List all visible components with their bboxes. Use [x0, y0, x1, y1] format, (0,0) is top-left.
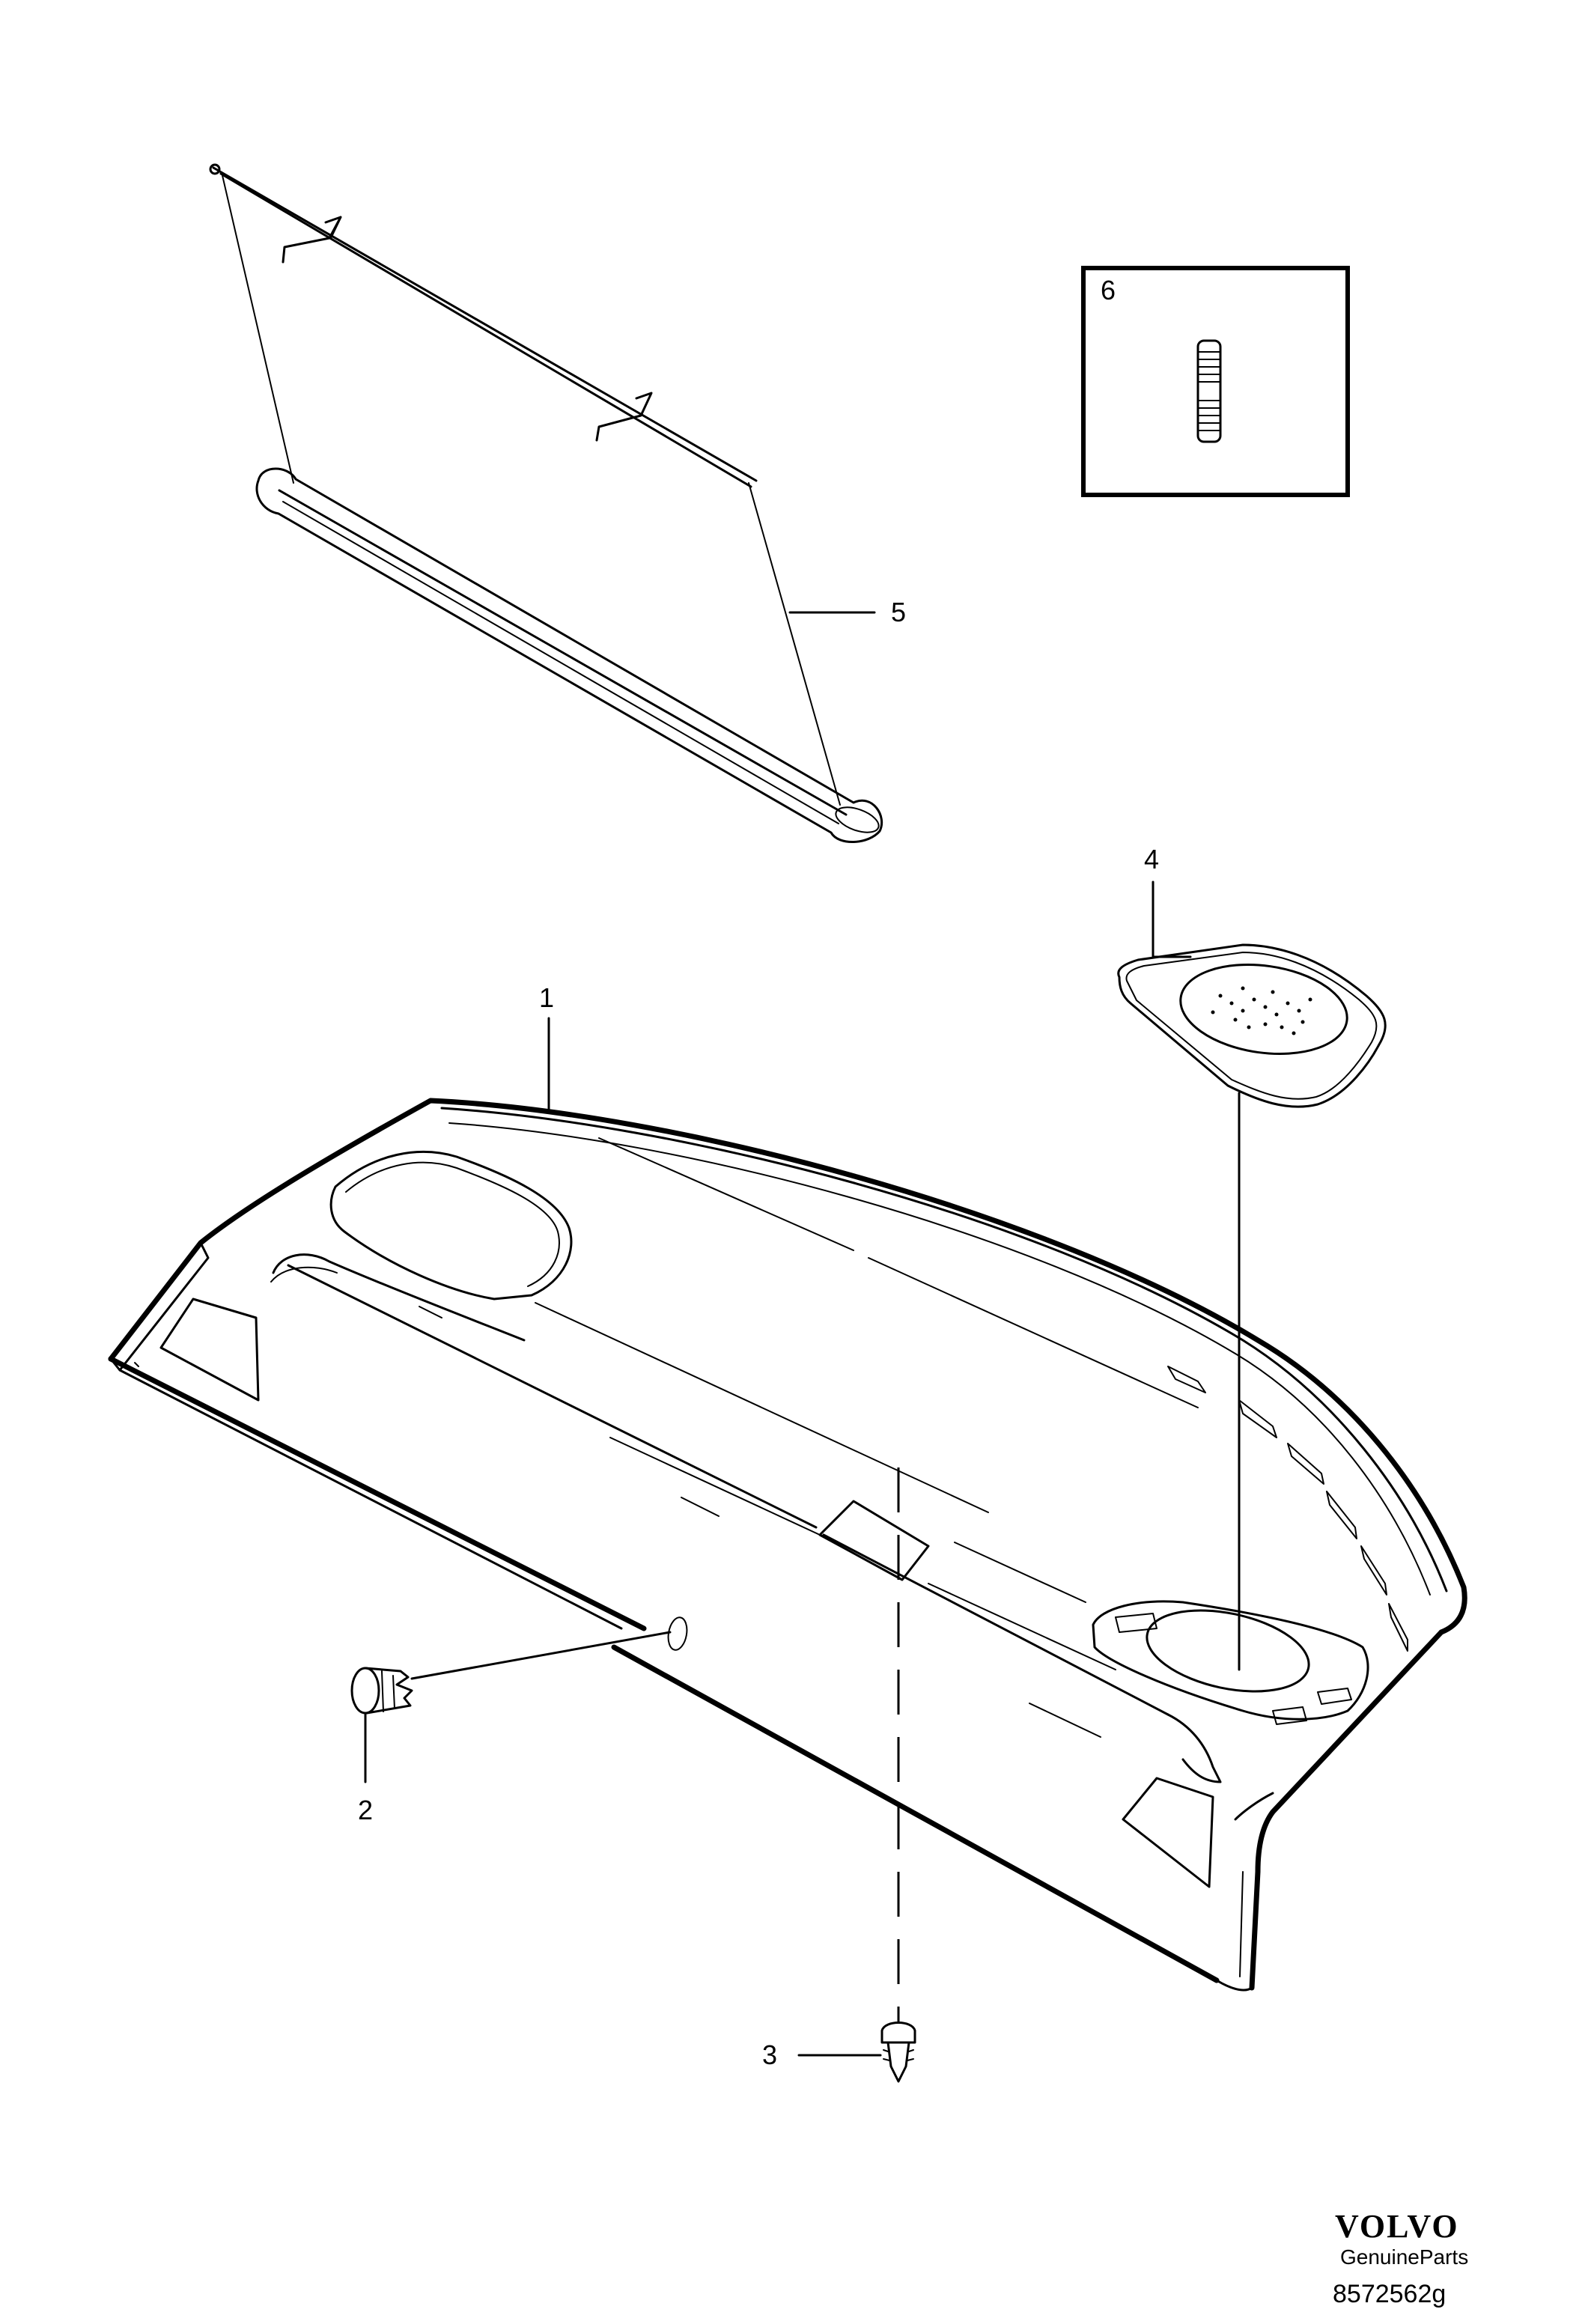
part-4-speaker-grille[interactable]: 4: [1117, 844, 1387, 1671]
callout-5: 5: [891, 597, 906, 627]
fastener-icon: [880, 2022, 916, 2083]
part-2-push-clip[interactable]: 2: [350, 1616, 690, 1825]
part-6-stud-box[interactable]: 6: [1081, 266, 1350, 497]
callout-6: 6: [1101, 275, 1116, 305]
genuine-parts-label: GenuineParts: [1340, 2245, 1468, 2269]
callout-2: 2: [358, 1795, 373, 1825]
stud-icon: [1196, 339, 1222, 443]
part-5-roller-sunshade[interactable]: 5: [209, 163, 906, 843]
callout-3: 3: [762, 2039, 777, 2070]
part-3-fastener[interactable]: 3: [762, 1467, 916, 2083]
volvo-logo: VOLVO: [1335, 2208, 1459, 2245]
part-1-parcel-shelf[interactable]: 1: [108, 982, 1467, 1992]
drawing-number: 8572562g: [1333, 2280, 1446, 2308]
clip-icon: [350, 1667, 413, 1715]
brand-block: VOLVO GenuineParts 8572562g: [1333, 2208, 1468, 2308]
callout-1: 1: [539, 982, 554, 1013]
callout-4: 4: [1144, 844, 1159, 874]
